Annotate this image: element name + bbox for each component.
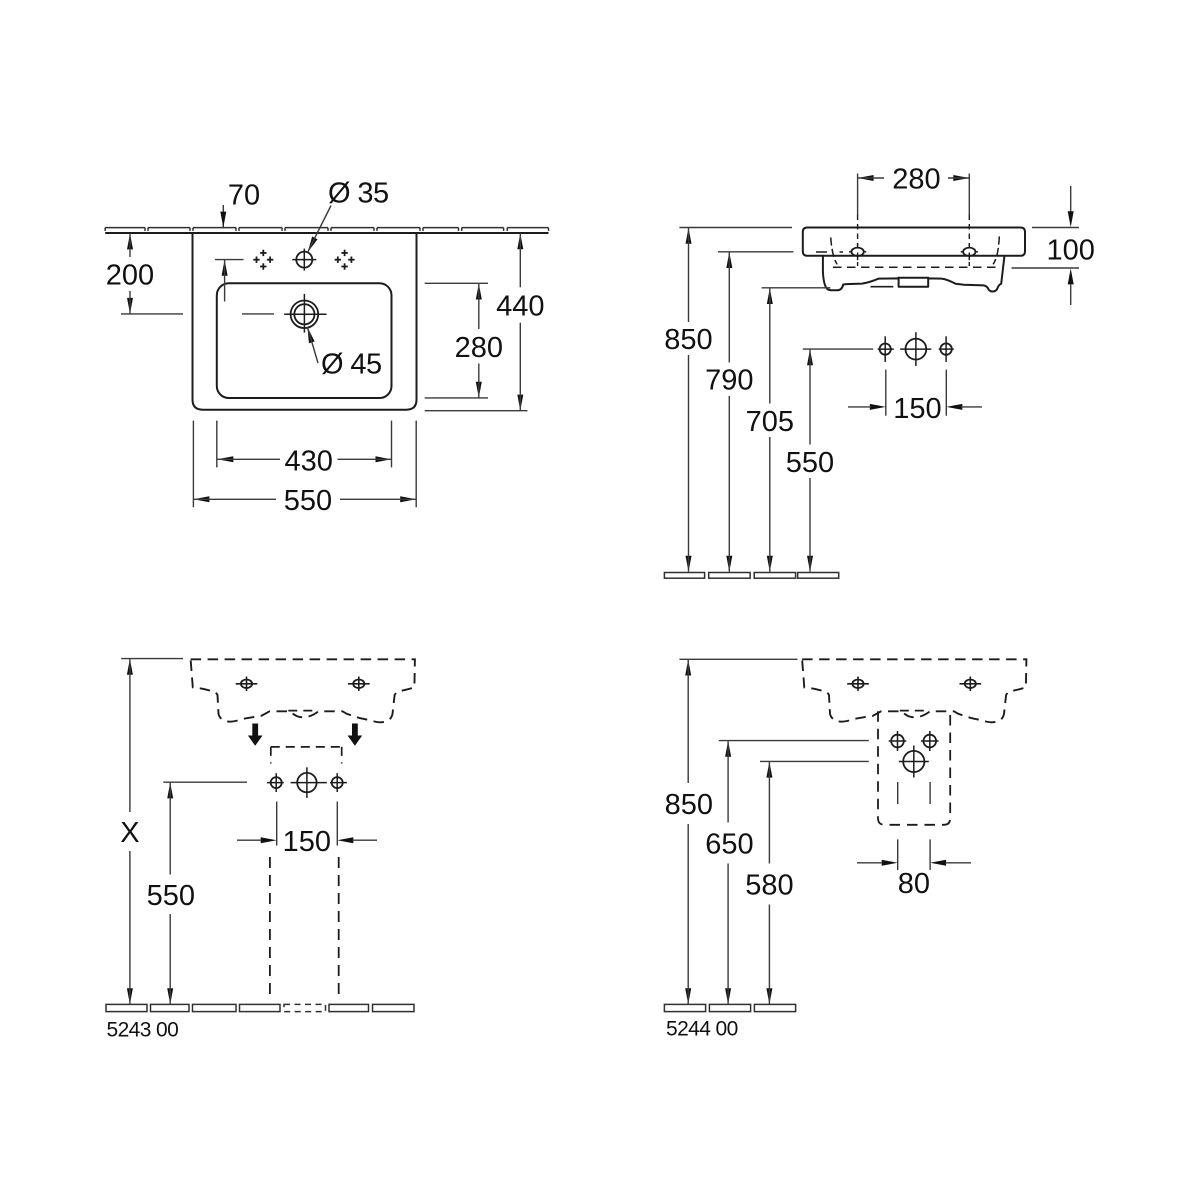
svg-text:650: 650: [705, 828, 753, 860]
svg-text:150: 150: [893, 393, 941, 425]
svg-text:5244 00: 5244 00: [666, 1018, 738, 1041]
svg-text:X: X: [120, 817, 139, 849]
svg-text:705: 705: [746, 406, 794, 438]
svg-text:200: 200: [106, 260, 154, 292]
svg-text:580: 580: [745, 870, 793, 902]
svg-text:150: 150: [283, 826, 331, 858]
svg-text:440: 440: [496, 291, 544, 323]
svg-text:280: 280: [892, 164, 940, 196]
svg-text:550: 550: [786, 447, 834, 479]
svg-text:80: 80: [898, 868, 930, 900]
svg-text:850: 850: [664, 324, 712, 356]
svg-text:550: 550: [284, 485, 332, 517]
svg-text:430: 430: [285, 445, 333, 477]
svg-text:790: 790: [705, 365, 753, 397]
svg-text:100: 100: [1047, 234, 1095, 266]
svg-text:Ø 35: Ø 35: [328, 178, 388, 210]
svg-text:Ø 45: Ø 45: [321, 348, 381, 380]
svg-text:5243 00: 5243 00: [107, 1019, 179, 1042]
svg-text:280: 280: [455, 332, 503, 364]
svg-text:850: 850: [665, 789, 713, 821]
svg-text:550: 550: [147, 880, 195, 912]
svg-text:70: 70: [228, 180, 260, 212]
